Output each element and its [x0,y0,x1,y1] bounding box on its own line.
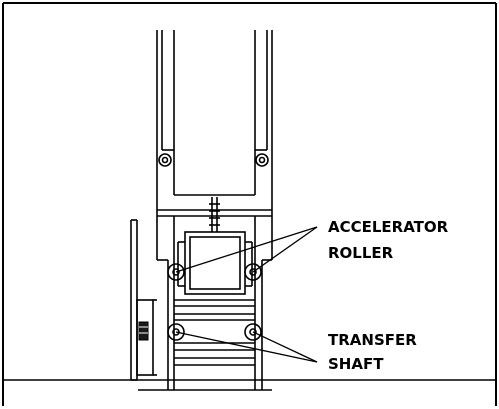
slats [174,299,255,366]
upper-bolt-left [158,153,172,167]
side-rails [156,30,273,260]
accelerator-label-line1: ACCELERATOR [328,218,449,236]
inner-channel [162,30,267,196]
upper-bolt-right [255,153,269,167]
transfer-label-line2: SHAFT [328,355,384,373]
transfer-label-line1: TRANSFER [328,331,417,349]
accelerator-bolt-right [244,263,262,281]
machine-assembly [130,30,273,391]
lower-frame [138,209,272,391]
accelerator-roller-body [177,231,253,295]
frame-border [2,2,497,406]
side-drive-plate [130,219,157,381]
transfer-leaders [175,331,318,363]
accelerator-bolt-left [167,263,185,281]
accelerator-leaders [175,226,318,273]
accelerator-label-line2: ROLLER [328,244,394,262]
gear-block [138,321,149,341]
transfer-bolt-right [244,323,262,341]
adjuster-spring [209,197,220,232]
